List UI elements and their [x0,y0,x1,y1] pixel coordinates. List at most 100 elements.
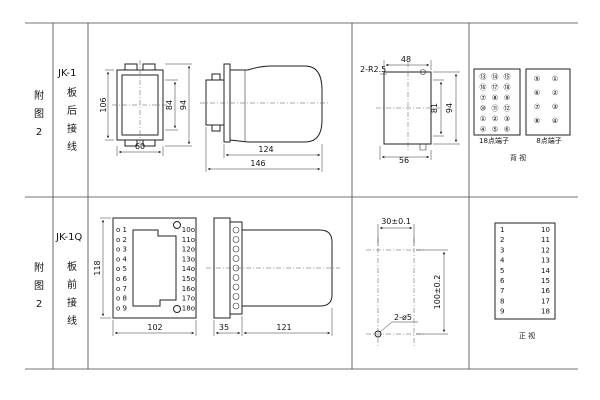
terminal-number-left: 9 [500,308,504,316]
terminal-number-left: 3 [500,246,504,254]
row2-view-label-char: 接 [67,296,77,309]
row1-side-label-char: 2 [36,127,42,138]
terminal-18-label: ⑰ [492,84,499,92]
front-terminal-left: o 5 [116,265,127,273]
row1-cutout-dim: 48 [401,55,411,64]
row2-side-label-char: 附 [34,261,44,274]
terminal-number-left: 5 [500,267,504,275]
front-terminal-left: o 7 [116,285,127,293]
terminal-18-label: ⑨ [504,94,510,102]
row2-side-label-char: 图 [34,280,44,292]
row2-side-label-char: 2 [36,299,42,310]
row1-cutout-dim: 2-R2.5 [360,65,386,74]
terminal-8-label: ⑤ [534,75,540,83]
terminal-number-left: 1 [500,226,504,234]
terminal-18-label: ② [492,115,498,123]
row1-side-label-char: 附 [34,89,44,102]
front-terminal-left: o 3 [116,246,127,254]
side-terminal-studs [232,226,240,310]
terminal-number-right: 18 [541,308,550,316]
front-terminal-left: o 2 [116,236,127,244]
row1-side-view: 124 146 [200,63,330,172]
front-terminal-left: o 6 [116,275,128,283]
grid18-caption: 18点端子 [479,136,509,145]
row2-view-label-char: 板 [67,260,77,273]
terminal-number-right: 17 [541,297,550,305]
row2-front-dim: 102 [147,323,162,332]
row2-front-dim: 118 [93,260,102,275]
terminal-number-left: 6 [500,277,505,285]
front-view-label: 正 视 [519,331,535,340]
terminal-block-front [494,222,556,320]
row1-view-label-char: 线 [67,140,77,153]
front-terminal-left: o 1 [116,226,127,234]
row1-side-label-char: 图 [34,108,44,120]
terminal-stud [232,293,240,300]
row2-side-dim: 35 [219,323,229,332]
row1-model-label: JK-1 [57,68,76,79]
row2-view-label-char: 前 [67,278,77,291]
terminal-8-label: ② [552,89,558,97]
terminal-stud [232,245,240,253]
row1-view-label-char: 板 [67,86,77,99]
grid8-caption: 8点端子 [536,136,561,145]
terminal-labels-left: o 1o 2o 3o 4o 5o 6o 7o 8o 9 [116,226,128,312]
terminal-number-right: 12 [541,246,550,254]
terminal-block-8 [525,68,571,136]
row2-cutout-dim: 100±0.2 [433,275,442,310]
terminal-number-right: 15 [541,277,550,285]
terminal-18-label: ④ [480,126,486,134]
terminal-18-label: ⑤ [492,126,498,134]
terminal-18-label: ⑭ [492,73,499,81]
row1-side-dim: 146 [250,159,265,168]
terminal-18-label: ⑩ [480,105,486,113]
terminal-stud [232,255,240,262]
row1-view-label-char: 后 [67,105,77,117]
terminal-stud [232,236,240,243]
front-terminal-right: 14o [182,265,195,273]
row1-cutout-dim: 81 [430,103,439,113]
row1-front-dim: 60 [135,142,145,151]
row2-front-view: o 1o 2o 3o 4o 5o 6o 7o 8o 9 10o11o12o13o… [93,217,197,336]
front-terminal-left: o 9 [116,304,127,312]
terminal-18-label: ⑬ [480,73,487,81]
row2-cutout-dim: 30±0.1 [381,217,411,226]
terminal-number-right: 10 [541,226,550,234]
row2-cutout-dim: 2-ø5 [394,313,412,322]
row1-front-dim: 94 [179,100,188,110]
back-view-label: 背 视 [510,153,526,162]
front-terminal-right: 13o [182,255,195,263]
front-terminal-left: o 8 [116,295,127,303]
row1-side-label: 附 图 2 [34,89,44,138]
terminal-stud [232,302,240,310]
terminal-number-right: 16 [541,287,550,295]
row2-side-label: 附 图 2 [34,261,44,310]
terminal-block-18 [473,68,521,136]
row1-cutout-dim: 56 [399,156,409,165]
row2-model-label: JK-1Q [55,232,82,243]
terminal-number-right: 13 [541,257,550,265]
row1-panel-cutout: 2-R2.5 48 81 94 56 [360,55,460,165]
terminal-8-label: ⑧ [534,117,540,125]
terminal-18-label: ⑧ [492,94,498,102]
terminal-number-left: 2 [500,236,504,244]
terminal-18-label: ⑱ [504,84,511,92]
front-terminal-right: 17o [182,295,195,303]
terminal-18-label: ① [480,115,486,123]
terminal-18-label: ⑦ [480,94,486,102]
terminal-18-label: ⑥ [504,126,510,134]
front-terminal-right: 18o [182,304,195,312]
terminal-number-left: 7 [500,287,504,295]
terminal-8-label: ③ [552,103,558,111]
terminal-number-left: 4 [500,257,505,265]
front-terminal-right: 12o [182,246,195,254]
row1-side-dim: 124 [258,145,273,154]
terminal-18-label: ⑫ [504,105,511,113]
